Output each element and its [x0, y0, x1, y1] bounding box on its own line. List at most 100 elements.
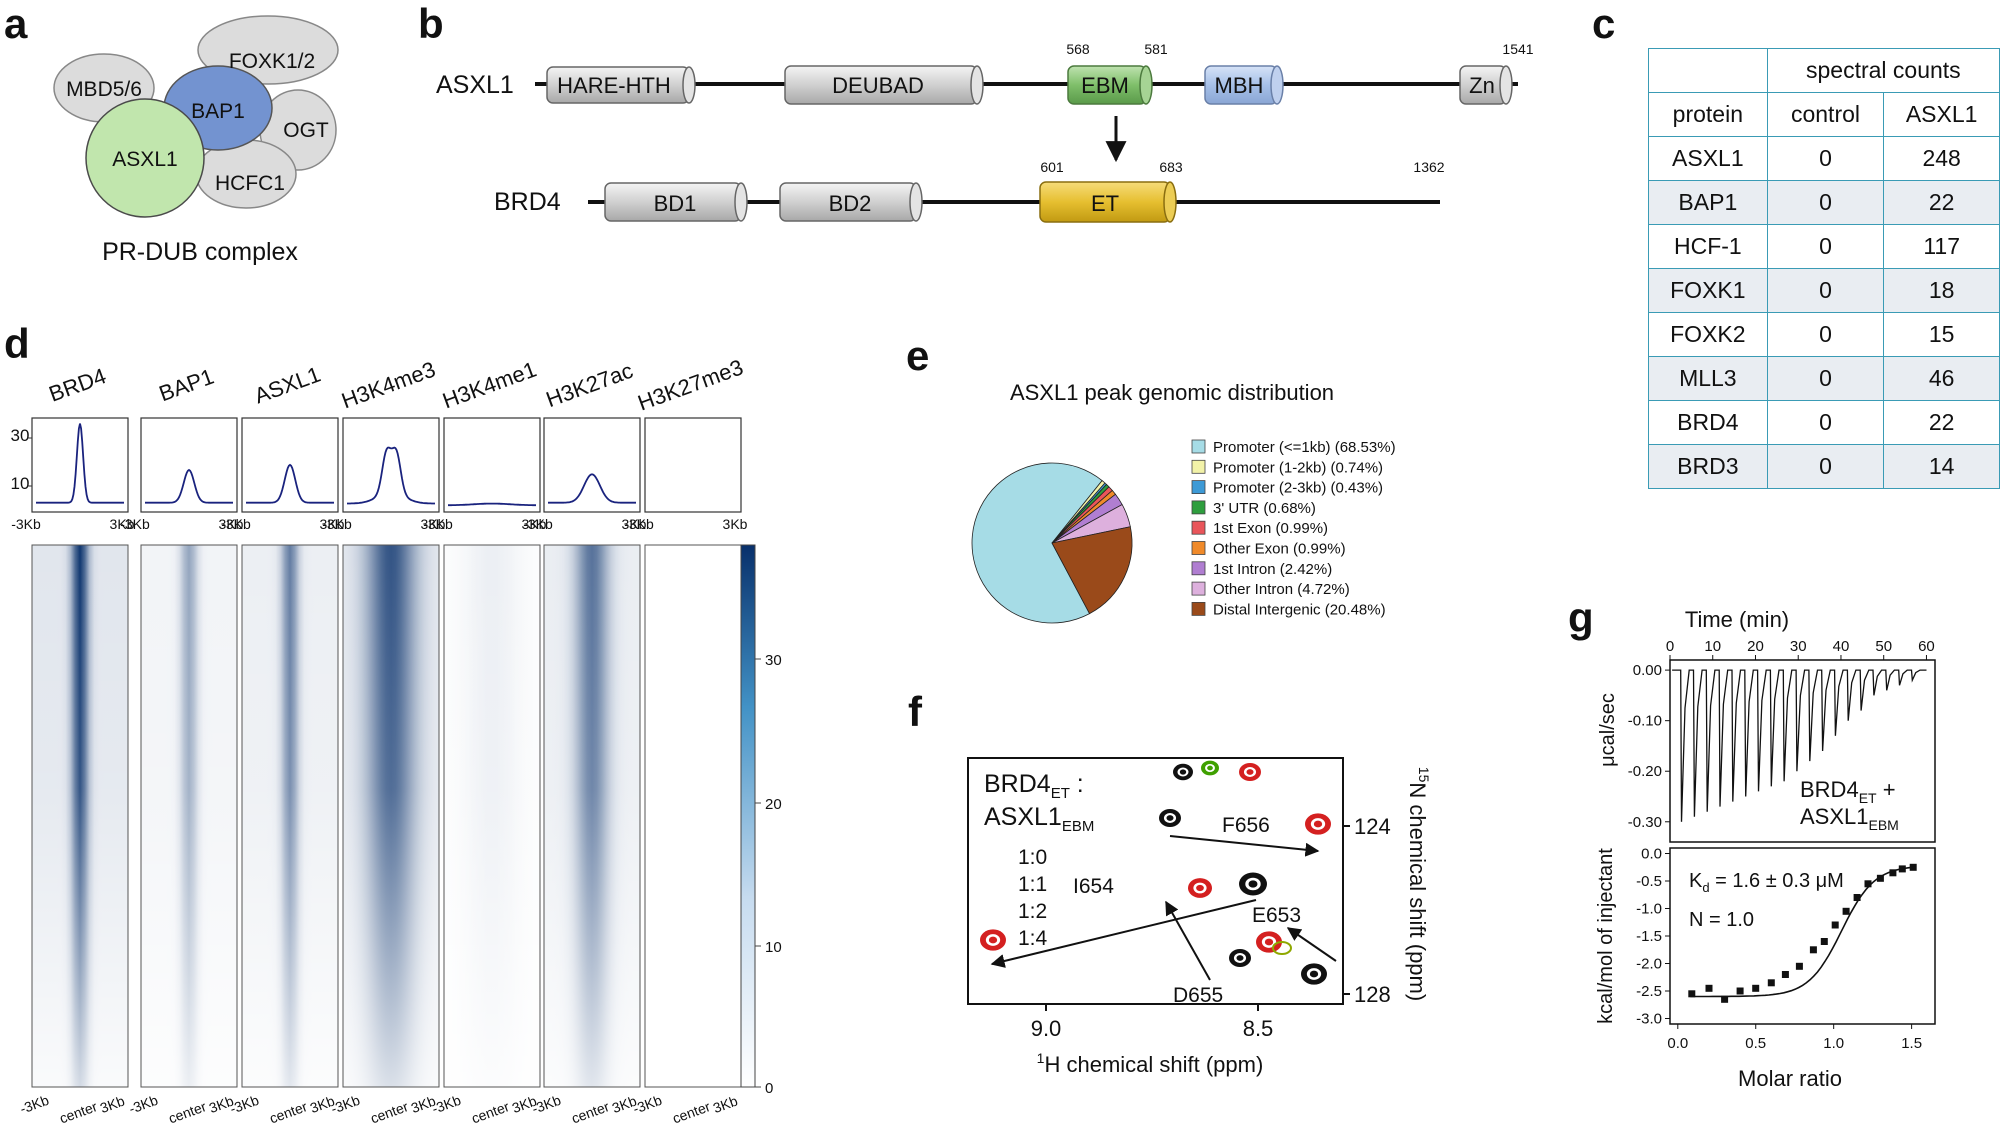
- track-label-h3k27ac: H3K27ac: [543, 358, 637, 412]
- brd4-pos-start: 601: [1040, 159, 1064, 175]
- peak-core: [1313, 820, 1323, 828]
- residue-d655: D655: [1173, 984, 1223, 1007]
- profile-frame-bap1: [140, 417, 238, 513]
- heatmap-frame: [443, 544, 541, 1088]
- nmr-arrows: [990, 835, 1337, 981]
- profile-xlabel-start: -3Kb: [322, 516, 352, 532]
- table-cell: 117: [1883, 224, 2000, 269]
- heatmap-fade-overlay: [444, 545, 540, 1087]
- table-cell: 0: [1766, 400, 1885, 445]
- binding-point-13: [1864, 880, 1872, 888]
- subunit-ogt-label: OGT: [283, 119, 329, 142]
- brd4-pos-length: 1362: [1413, 159, 1444, 175]
- legend-entry-7: Other Intron (4.72%): [1213, 581, 1350, 598]
- profile-xlabel-end: 3Kb: [110, 516, 135, 532]
- peak-core: [1246, 769, 1254, 775]
- nmr-construct-line2: ASXL1EBM: [984, 803, 1094, 835]
- cbar-tick-10: 10: [765, 939, 782, 956]
- heatmap-xlabel-start: -3Kb: [18, 1092, 51, 1117]
- peak-core: [1309, 970, 1319, 978]
- peak-core: [1248, 880, 1258, 888]
- panel-label-b: b: [418, 0, 444, 47]
- asxl1-domain-deubad: DEUBAD: [784, 65, 984, 105]
- itc-bottom-frame: [1669, 847, 1936, 1025]
- binding-point-12: [1853, 894, 1861, 901]
- profile-line-bap1: [145, 468, 233, 504]
- itc-bottom-xlabel: Molar ratio: [1738, 1066, 1842, 1091]
- track-label-bap1: BAP1: [156, 364, 217, 407]
- heatmap-xlabel-center: center: [368, 1098, 410, 1126]
- itc-kd: Kd = 1.6 ± 0.3 μM: [1689, 870, 1844, 895]
- bottom-ytick: 0.0: [1641, 846, 1662, 863]
- track-label-h3k4me1: H3K4me1: [439, 356, 539, 413]
- domain-label: ET: [1091, 191, 1119, 216]
- asxl1-domain-mbh: MBH: [1204, 65, 1284, 105]
- profile-xlabel-end: 3Kb: [320, 516, 345, 532]
- panel-f: f BRD4ET : ASXL1EBM 1:0 1:1 1:2 1:4 F656…: [908, 688, 1432, 1077]
- binding-point-11: [1842, 907, 1850, 915]
- ratio-1-2: 1:2: [1018, 900, 1047, 923]
- peak-d655-free: [1229, 948, 1251, 968]
- asxl1-pos-start: 568: [1066, 41, 1090, 57]
- binding-point-2: [1721, 995, 1729, 1003]
- asxl1-domain-hare-hth: HARE-HTH: [546, 66, 696, 104]
- profile-frame-h3k27me3: [644, 417, 742, 513]
- track-label-brd4: BRD4: [46, 363, 110, 407]
- bottom-ytick: -3.0: [1636, 1011, 1662, 1028]
- table-col-header: control: [1766, 92, 1885, 137]
- itc-top-frame: [1669, 659, 1936, 843]
- residue-f656: F656: [1222, 814, 1270, 837]
- peak-e653-bound: [1256, 931, 1282, 953]
- itc-top-yticks: 0.00-0.10-0.20-0.30: [1628, 662, 1670, 831]
- heatmap-fade-overlay: [242, 545, 338, 1087]
- nmr-peaks: [980, 760, 1331, 985]
- heatmap-frame: [140, 544, 238, 1088]
- panel-label-c: c: [1592, 0, 1615, 47]
- thermogram-trace: [1672, 669, 1927, 822]
- bottom-ytick: -2.5: [1636, 983, 1662, 1000]
- cbar-tick-30: 30: [765, 652, 782, 669]
- domain-label: Zn: [1469, 73, 1495, 98]
- asxl1-domain-ebm: EBM: [1067, 65, 1153, 105]
- table-cell: BAP1: [1648, 180, 1768, 225]
- heatmap-xlabel-end: 3Kb: [98, 1092, 127, 1116]
- heatmap-frame: [31, 544, 129, 1088]
- panel-a: a MBD5/6 FOXK1/2 BAP1 OGT ASXL1 HCFC1 PR…: [4, 0, 339, 266]
- heatmap-xlabel-center: center: [670, 1098, 712, 1126]
- brd4-pos-end: 683: [1159, 159, 1183, 175]
- legend-swatch-1: [1191, 459, 1206, 474]
- table-col-header: ASXL1: [1883, 92, 2000, 137]
- table-cell: 0: [1766, 180, 1885, 225]
- table-cell: 18: [1883, 268, 2000, 313]
- heatmap-frame: [241, 544, 339, 1088]
- peak-top-red: [1239, 762, 1261, 782]
- pie-slice-8: [1051, 526, 1133, 615]
- legend-entry-4: 1st Exon (0.99%): [1213, 520, 1328, 537]
- bottom-xtick-1.0: 1.0: [1823, 1035, 1844, 1052]
- itc-thermogram: [1672, 669, 1927, 822]
- top-ytick: 0.00: [1633, 662, 1662, 679]
- legend-entry-0: Promoter (<=1kb) (68.53%): [1213, 439, 1396, 456]
- subunit-foxk-label: FOXK1/2: [229, 50, 315, 73]
- cbar-tick-0: 0: [765, 1080, 773, 1097]
- peak-core: [1236, 955, 1244, 961]
- profile-frame-brd4: [31, 417, 129, 513]
- binding-point-3: [1736, 987, 1744, 995]
- peak-core: [1196, 884, 1204, 892]
- subunit-bap1-label: BAP1: [191, 100, 245, 123]
- table-cell: FOXK2: [1648, 312, 1768, 357]
- profile-frame-h3k4me3: [342, 417, 440, 513]
- heatmap-frame: [342, 544, 440, 1088]
- top-xtick-0: 0: [1666, 638, 1674, 655]
- peak-overlay-olive: [1272, 941, 1292, 955]
- binding-point-0: [1688, 990, 1696, 998]
- profile-xlabel-end: 3Kb: [219, 516, 244, 532]
- panel-label-a: a: [4, 0, 28, 47]
- top-ytick: -0.30: [1628, 814, 1662, 831]
- ratio-1-4: 1:4: [1018, 927, 1048, 950]
- heatmap-xlabel-center: center: [267, 1098, 309, 1126]
